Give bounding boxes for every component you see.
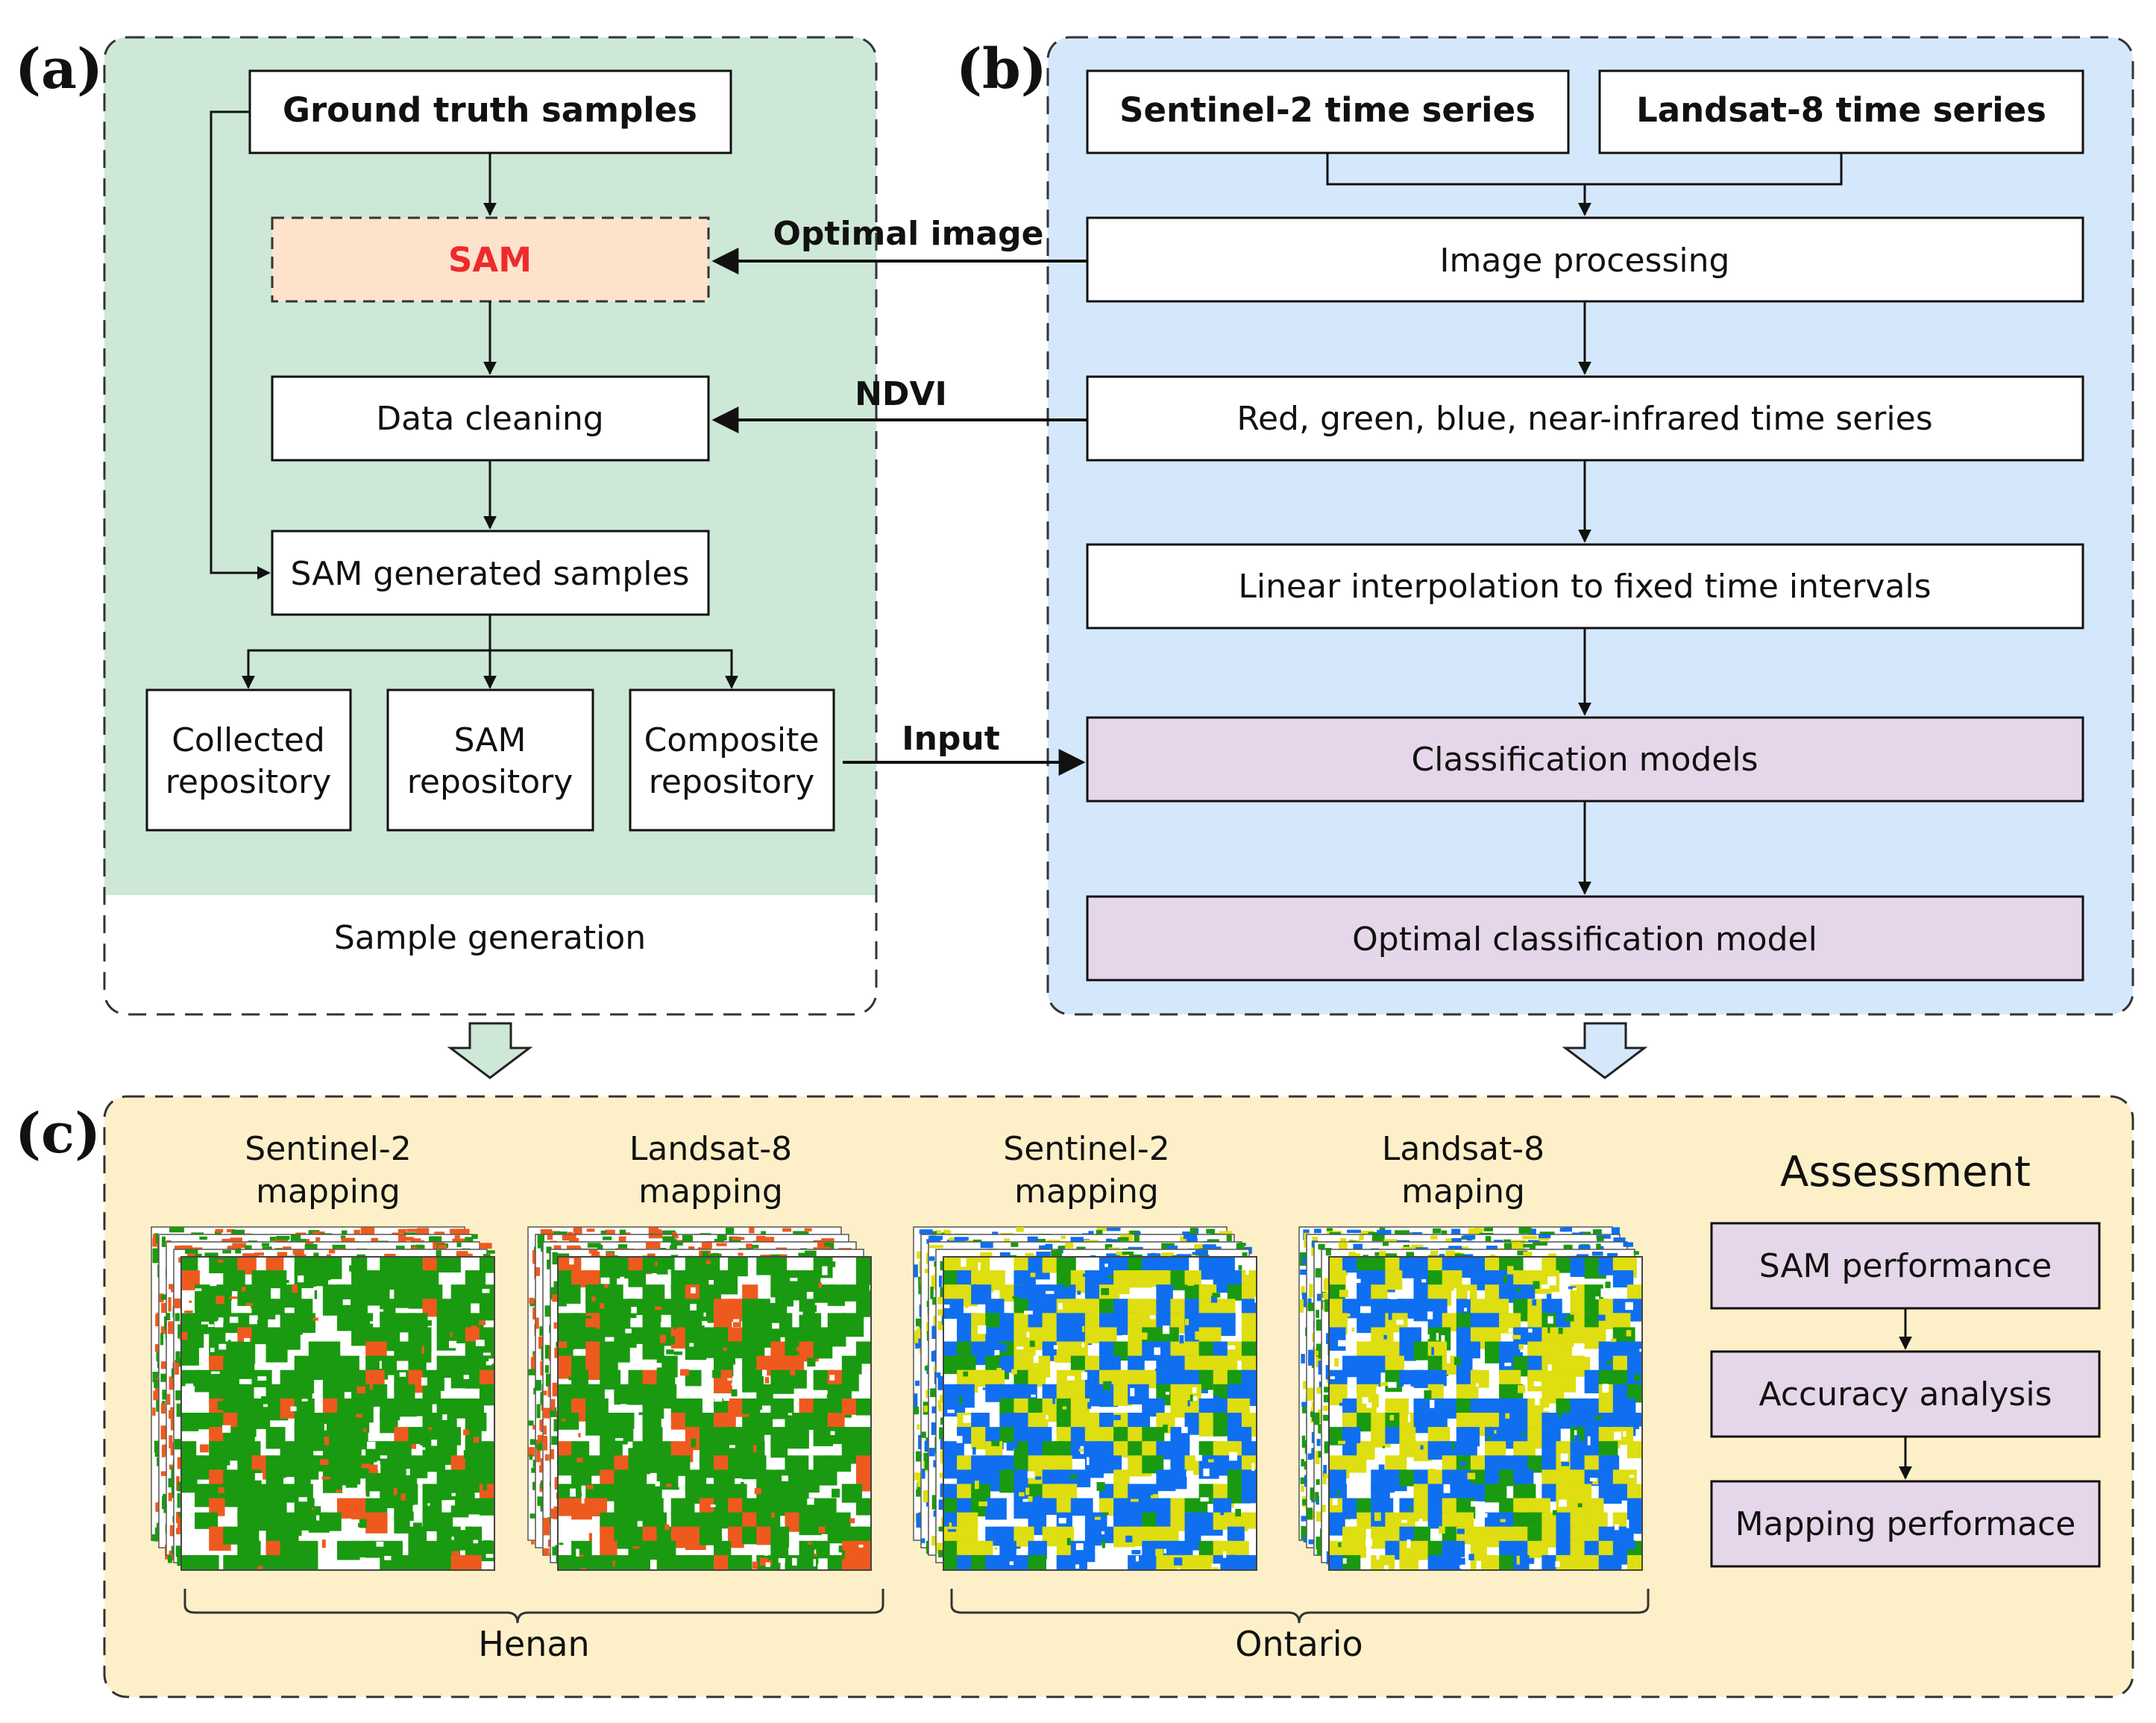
ontario-brace <box>950 1589 1650 1624</box>
map-2-title-line1: Landsat-8 <box>629 1130 792 1168</box>
panel-c-label: (c) <box>15 1102 101 1166</box>
composite-repository-line2: repository <box>649 763 815 801</box>
sam-box <box>271 216 710 303</box>
ground-truth-box <box>248 69 732 154</box>
map-1-title-line2: mapping <box>256 1173 400 1211</box>
map-stack-ontario-landsat <box>1298 1226 1643 1571</box>
arrow-gt-bypass <box>210 110 271 580</box>
accuracy-analysis-box <box>1710 1350 2101 1438</box>
input-label: Input <box>902 720 1000 758</box>
optimal-model-box <box>1086 895 2084 982</box>
ontario-label: Ontario <box>1235 1624 1363 1664</box>
map-3-title-line1: Sentinel-2 <box>1003 1130 1169 1168</box>
accuracy-analysis-label: Accuracy analysis <box>1759 1375 2052 1413</box>
composite-repository-line1: Composite <box>644 721 820 759</box>
ground-truth-label: Ground truth samples <box>283 90 697 130</box>
data-cleaning-label: Data cleaning <box>376 400 603 438</box>
map-stack-ontario-sentinel <box>913 1226 1257 1571</box>
rgbn-box <box>1086 375 2084 462</box>
ontario-sentinel-frame <box>943 1256 1257 1571</box>
landsat-time-series-label: Landsat-8 time series <box>1636 90 2046 130</box>
sam-label: SAM <box>448 240 532 280</box>
sentinel-time-series-label: Sentinel-2 time series <box>1119 90 1536 130</box>
assessment-title: Assessment <box>1780 1148 2031 1196</box>
sam-repository-box <box>386 688 594 832</box>
sam-performance-box <box>1710 1222 2101 1310</box>
panel-a-border <box>103 36 878 1016</box>
down-arrow-b-icon <box>1562 1022 1648 1079</box>
optimal-image-label: Optimal image <box>773 215 1044 253</box>
panel-b-label: (b) <box>956 37 1047 101</box>
map-1-title-line1: Sentinel-2 <box>245 1130 411 1168</box>
henan-sentinel-frame <box>180 1256 495 1571</box>
down-arrow-a-icon <box>447 1022 533 1079</box>
classification-models-box <box>1086 716 2084 803</box>
ndvi-label: NDVI <box>855 375 947 413</box>
optimal-model-label: Optimal classification model <box>1352 920 1817 958</box>
sam-generated-box <box>271 530 710 616</box>
ontario-sentinel-map-image <box>943 1257 1257 1570</box>
panel-c: Sentinel-2 mapping Landsat-8 mapping Sen… <box>103 1095 2134 1698</box>
mapping-performance-box <box>1710 1480 2101 1568</box>
henan-brace <box>183 1589 884 1624</box>
rgbn-label: Red, green, blue, near-infrared time ser… <box>1236 400 1932 438</box>
sam-generated-label: SAM generated samples <box>291 555 690 593</box>
henan-landsat-frame <box>557 1256 872 1571</box>
henan-label: Henan <box>478 1624 589 1664</box>
sam-performance-label: SAM performance <box>1759 1247 2052 1285</box>
connectors: Optimal image NDVI Input <box>447 215 1648 1079</box>
data-cleaning-box <box>271 375 710 462</box>
map-stack-henan-landsat <box>527 1226 872 1571</box>
sam-repository-line2: repository <box>407 763 573 801</box>
map-3-title-line2: mapping <box>1014 1173 1159 1211</box>
map-stack-henan-sentinel <box>151 1226 495 1571</box>
mapping-performance-label: Mapping performace <box>1735 1505 2076 1543</box>
collected-repository-line1: Collected <box>172 721 325 759</box>
henan-landsat-map-image <box>558 1257 871 1570</box>
classification-models-label: Classification models <box>1411 741 1758 779</box>
sam-repository-line1: SAM <box>454 721 527 759</box>
map-4-title-line1: Landsat-8 <box>1382 1130 1544 1168</box>
panel-a-caption-band <box>104 895 876 1014</box>
ontario-landsat-frame <box>1328 1256 1643 1571</box>
interpolation-label: Linear interpolation to fixed time inter… <box>1238 568 1931 606</box>
landsat-time-series-box <box>1598 69 2084 154</box>
henan-sentinel-map-image <box>181 1257 494 1570</box>
panel-b: Sentinel-2 time series Landsat-8 time se… <box>1046 36 2134 1016</box>
image-processing-box <box>1086 216 2084 303</box>
image-processing-label: Image processing <box>1440 242 1730 280</box>
map-4-title-line2: maping <box>1401 1173 1525 1211</box>
map-2-title-line2: mapping <box>638 1173 783 1211</box>
composite-repository-box <box>629 688 835 832</box>
sample-generation-caption: Sample generation <box>334 919 646 957</box>
panel-a: Ground truth samples SAM Data cleaning S… <box>103 36 878 1016</box>
collected-repository-box <box>145 688 352 832</box>
collected-repository-line2: repository <box>166 763 332 801</box>
ontario-landsat-map-image <box>1329 1257 1642 1570</box>
panel-a-label: (a) <box>15 37 103 101</box>
